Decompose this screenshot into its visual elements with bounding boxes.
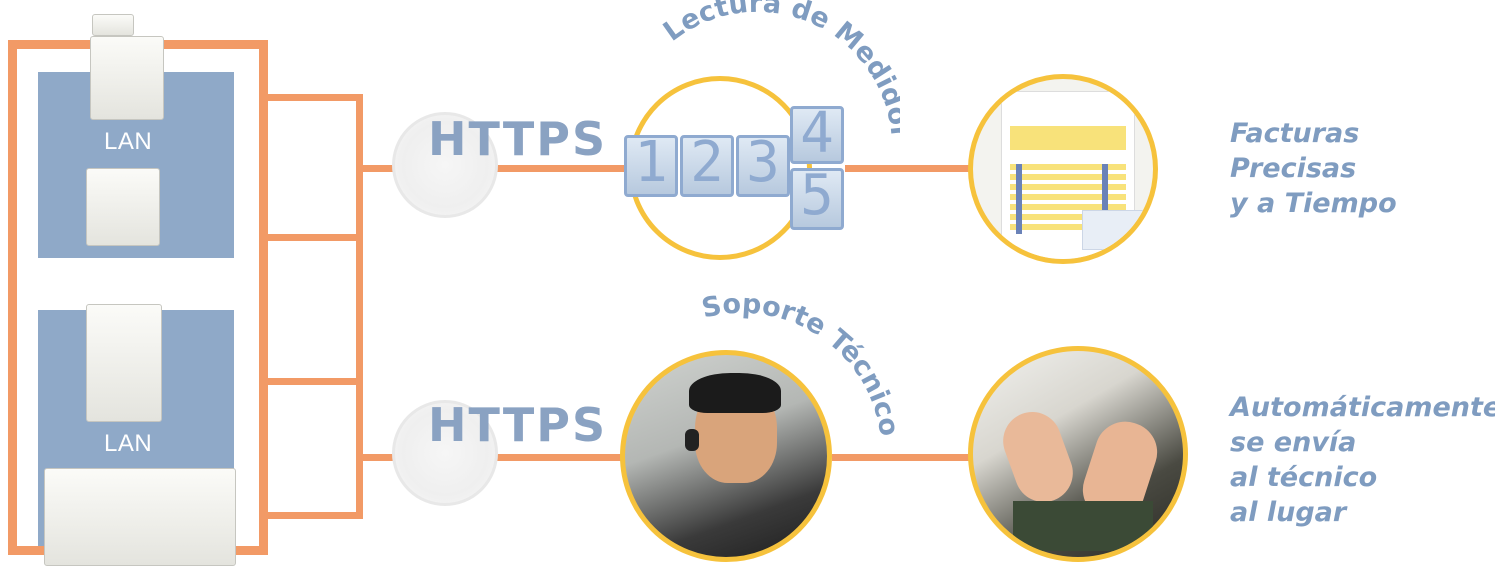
frame-right-bar [259,40,268,555]
connector-top-2 [845,165,973,172]
copier-tray-icon [92,14,134,36]
circuit-board-icon [1013,501,1153,551]
mfp-icon [86,304,162,422]
rail-vertical [356,94,363,519]
meter-digit-5: 5 [790,168,844,230]
invoices-line-3: y a Tiempo [1230,188,1397,219]
meter-arc-text: Lectura de Medidor [658,0,900,141]
frame-left-bar [8,40,17,555]
invoice-column-1 [1016,164,1022,234]
network-frame: LAN LAN [0,0,380,570]
lan-label-top: LAN [104,128,153,155]
support-headset-icon [685,429,699,451]
rail-branch-1 [259,94,363,101]
dispatch-line-3: al técnico [1230,462,1378,493]
invoices-caption: Facturas Precisas y a Tiempo [1230,116,1397,221]
rail-branch-4 [259,512,363,519]
invoice-envelope-icon [1082,210,1144,250]
meter-arc-title: Lectura de Medidor [658,0,900,141]
support-agent-hair [689,373,781,413]
https-label-bottom: HTTPS [428,398,608,452]
invoice-column-2 [1102,164,1108,234]
dispatch-caption: Automáticamente se envía al técnico al l… [1230,390,1495,530]
secure-stamp-icon-bottom [392,400,498,506]
invoices-line-2: Precisas [1230,153,1357,184]
connector-top-1 [363,165,633,172]
support-arc-title: Soporte Técnico [699,289,900,439]
production-printer-icon [44,468,236,566]
rail-branch-2 [259,234,363,241]
lan-label-bottom: LAN [104,430,153,457]
rail-branch-3 [259,378,363,385]
invoices-line-1: Facturas [1230,118,1360,149]
svg-text:Lectura de Medidor: Lectura de Medidor [658,0,900,141]
repair-circle [968,346,1188,562]
meter-digit-1: 1 [624,135,678,197]
meter-digit-4: 4 [790,106,844,164]
https-label-top: HTTPS [428,112,608,166]
laser-printer-icon [86,168,160,246]
dispatch-line-2: se envía [1230,427,1357,458]
invoice-document-icon [1001,91,1144,259]
invoice-header-band [1010,126,1126,150]
invoice-circle [968,74,1158,264]
dispatch-line-4: al lugar [1230,497,1347,528]
meter-digit-2: 2 [680,135,734,197]
secure-stamp-icon [392,112,498,218]
meter-digit-3: 3 [736,135,790,197]
technician-hand-left [995,403,1081,511]
copier-icon [90,36,164,120]
dispatch-line-1: Automáticamente [1230,392,1495,423]
svg-text:Soporte Técnico: Soporte Técnico [699,289,900,439]
support-arc-text: Soporte Técnico [699,289,900,439]
connector-bottom-2 [832,454,970,461]
support-circle [620,350,832,562]
